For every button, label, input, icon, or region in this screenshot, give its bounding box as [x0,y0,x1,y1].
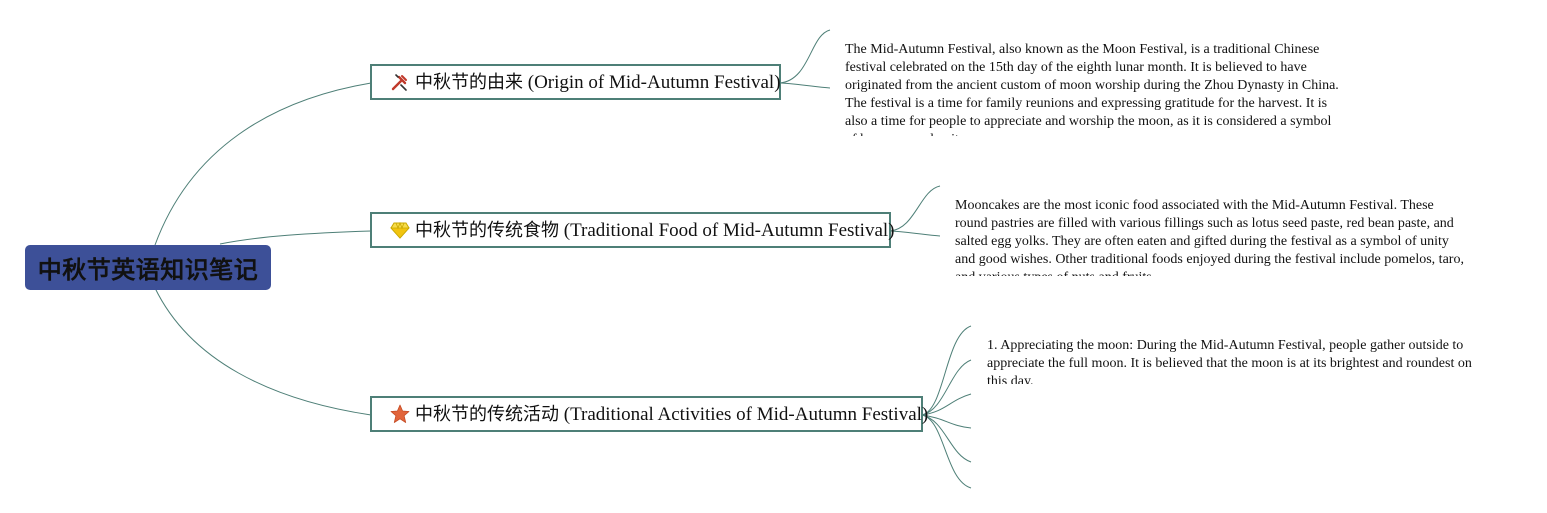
connector-origin-branch-a [779,29,831,84]
topic-food-label-zh: 中秋节的传统食物 [415,219,559,241]
connector-food-branch-b [889,230,941,237]
topic-activities-label-en: (Traditional Activities of Mid-Autumn Fe… [563,403,929,425]
topic-origin-label-zh: 中秋节的由来 [415,71,523,93]
root-topic[interactable]: 中秋节英语知识笔记 [25,245,271,290]
topic-food[interactable]: 中秋节的传统食物 (Traditional Food of Mid-Autumn… [370,212,895,248]
root-topic-label: 中秋节英语知识笔记 [37,256,259,284]
note-origin: The Mid-Autumn Festival, also known as t… [845,41,1345,136]
connector-root-origin [154,82,372,246]
connector-root-activities [154,287,372,416]
topic-origin[interactable]: 中秋节的由来 (Origin of Mid-Autumn Festival) [370,64,781,100]
tools-icon [390,72,410,92]
connector-activities-branch-1 [921,325,972,416]
note-activities-text: 1. Appreciating the moon: During the Mid… [987,338,1472,384]
note-food: Mooncakes are the most iconic food assoc… [955,197,1465,276]
topic-origin-label-en: (Origin of Mid-Autumn Festival) [527,71,781,93]
connector-root-food [219,230,372,245]
topic-activities[interactable]: 中秋节的传统活动 (Traditional Activities of Mid-… [370,396,928,432]
connector-activities-branch-6 [921,414,972,489]
note-activities: 1. Appreciating the moon: During the Mid… [987,337,1487,384]
connector-origin-branch-b [779,82,831,89]
connector-activities-branch-2 [921,359,972,416]
diamond-icon [390,220,410,240]
connector-activities-branch-5 [921,414,972,463]
topic-activities-label-zh: 中秋节的传统活动 [415,403,559,425]
connector-food-branch-a [889,185,941,232]
note-food-text: Mooncakes are the most iconic food assoc… [955,198,1464,276]
note-origin-text: The Mid-Autumn Festival, also known as t… [845,42,1339,136]
connector-activities-branch-3 [921,393,972,416]
connector-activities-branch-4 [921,414,972,429]
topic-food-label-en: (Traditional Food of Mid-Autumn Festival… [563,219,895,241]
star-icon [390,404,410,424]
